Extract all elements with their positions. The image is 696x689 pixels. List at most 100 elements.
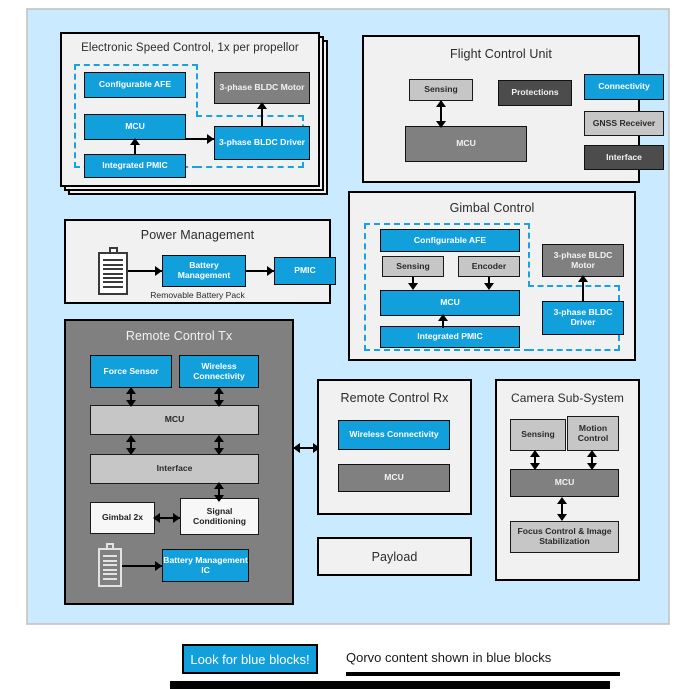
gimbal-qorvo-region-right-upper	[528, 223, 530, 287]
esc-block-configurable-afe[interactable]: Configurable AFE	[84, 72, 186, 98]
panel-remote-control-tx[interactable]: Remote Control Tx Force Sensor Wireless …	[64, 319, 294, 605]
gimbal-block-sensing[interactable]: Sensing	[382, 256, 444, 277]
power-arrow-battery-to-bms-shaft	[128, 270, 162, 272]
camera-title: Camera Sub-System	[510, 391, 625, 405]
remote-rx-block-wireless-connectivity[interactable]: Wireless Connectivity	[338, 420, 450, 450]
gimbal-arrow-sensing-to-mcu-shaft	[412, 277, 414, 285]
fcu-block-sensing[interactable]: Sensing	[409, 79, 473, 101]
remote-tx-arrow-mcu-interface-left-shaft	[130, 438, 132, 452]
gimbal-arrow-pmic-to-mcu-head	[438, 314, 448, 321]
panel-remote-control-rx[interactable]: Remote Control Rx Wireless Connectivity …	[317, 379, 472, 515]
panel-payload[interactable]: Payload	[317, 537, 472, 576]
esc-block-bldc-driver[interactable]: 3-phase BLDC Driver	[214, 126, 310, 160]
diagram-canvas: Electronic Speed Control, 1x per propell…	[27, 9, 669, 624]
gimbal-block-bldc-driver[interactable]: 3-phase BLDC Driver	[542, 301, 624, 335]
gimbal-block-configurable-afe[interactable]: Configurable AFE	[380, 229, 520, 252]
esc-arrow-pmic-to-mcu-head	[130, 138, 140, 145]
remote-tx-arrow-gimbal-signal-head-right	[173, 513, 180, 523]
camera-arrow-motion-mcu-head-up	[587, 450, 597, 457]
legend-underline	[346, 672, 620, 676]
power-arrow-bms-to-pmic-head	[267, 266, 274, 276]
remote-tx-block-mcu[interactable]: MCU	[90, 405, 259, 435]
remote-tx-arrow-mcu-interface-right-head-down	[214, 448, 224, 455]
gimbal-title: Gimbal Control	[449, 201, 535, 215]
fcu-arrow-sensing-mcu-head-down	[436, 121, 446, 128]
gimbal-block-encoder[interactable]: Encoder	[458, 256, 520, 277]
esc-arrow-driver-to-motor-shaft	[261, 106, 263, 126]
payload-title: Payload	[371, 550, 418, 564]
esc-arrow-mcu-to-driver-head	[207, 134, 214, 144]
camera-arrow-mcu-focus-head-up	[557, 497, 567, 504]
panel-electronic-speed-control[interactable]: Electronic Speed Control, 1x per propell…	[60, 32, 320, 187]
power-block-battery-management[interactable]: Battery Management	[162, 255, 246, 287]
tx-rx-link-head-left	[293, 443, 300, 453]
fcu-block-gnss-receiver[interactable]: GNSS Receiver	[584, 111, 664, 136]
remote-tx-arrow-wireless-mcu-shaft	[218, 390, 220, 404]
camera-arrow-mcu-focus-shaft	[561, 500, 563, 518]
gimbal-qorvo-region-main	[364, 223, 530, 351]
remote-tx-arrow-mcu-interface-left-head-up	[126, 435, 136, 442]
esc-qorvo-region-bottom	[196, 166, 304, 168]
remote-tx-block-interface[interactable]: Interface	[90, 454, 259, 484]
esc-block-integrated-pmic[interactable]: Integrated PMIC	[84, 154, 186, 178]
power-title: Power Management	[140, 228, 255, 242]
panel-flight-control-unit[interactable]: Flight Control Unit Sensing Protections …	[362, 35, 664, 183]
power-caption-removable-battery-pack: Removable Battery Pack	[150, 290, 245, 300]
legend-button-look-for-blue-blocks[interactable]: Look for blue blocks!	[182, 644, 318, 674]
gimbal-block-bldc-motor[interactable]: 3-phase BLDC Motor	[542, 244, 624, 277]
power-block-pmic[interactable]: PMIC	[274, 257, 336, 285]
tx-rx-link-shaft	[296, 447, 320, 449]
gimbal-arrow-driver-to-motor-head	[578, 275, 588, 282]
battery-icon-removable-pack	[98, 247, 128, 295]
remote-tx-arrow-interface-signal-head-down	[214, 495, 224, 502]
legend-button-label: Look for blue blocks!	[190, 651, 310, 667]
camera-block-focus-control[interactable]: Focus Control & Image Stabilization	[510, 521, 619, 553]
panel-camera-sub-system[interactable]: Camera Sub-System Sensing Motion Control…	[495, 379, 640, 581]
gimbal-qorvo-region-bottom	[528, 349, 620, 351]
remote-tx-title: Remote Control Tx	[125, 329, 233, 343]
remote-tx-arrow-interface-signal-shaft	[218, 485, 220, 499]
esc-arrow-driver-to-motor-head	[257, 102, 267, 109]
gimbal-arrow-encoder-to-mcu-head	[484, 283, 494, 290]
camera-block-sensing[interactable]: Sensing	[510, 419, 566, 451]
panel-power-management[interactable]: Power Management Battery Management PMIC…	[64, 219, 336, 304]
battery-icon-remote-tx	[98, 543, 122, 587]
remote-tx-arrow-gimbal-signal-head-left	[153, 513, 160, 523]
esc-block-mcu[interactable]: MCU	[84, 114, 186, 140]
remote-tx-arrow-force-mcu-shaft	[130, 390, 132, 404]
fcu-arrow-sensing-mcu-shaft	[440, 103, 442, 125]
remote-rx-title: Remote Control Rx	[340, 391, 449, 405]
panel-gimbal-control[interactable]: Gimbal Control Configurable AFE Sensing …	[348, 191, 636, 361]
remote-tx-block-battery-management-ic[interactable]: Battery Management IC	[162, 549, 249, 582]
bottom-bar	[170, 681, 610, 689]
gimbal-block-mcu[interactable]: MCU	[380, 290, 520, 316]
camera-arrow-motion-mcu-head-down	[587, 463, 597, 470]
legend-note: Qorvo content shown in blue blocks	[346, 650, 552, 665]
camera-block-mcu[interactable]: MCU	[510, 469, 619, 497]
remote-tx-block-wireless-connectivity[interactable]: Wireless Connectivity	[179, 355, 259, 388]
gimbal-arrow-encoder-to-mcu-shaft	[488, 277, 490, 285]
remote-tx-arrow-force-mcu-head-down	[126, 400, 136, 407]
gimbal-block-integrated-pmic[interactable]: Integrated PMIC	[380, 326, 520, 348]
camera-arrow-sensing-mcu-head-up	[530, 450, 540, 457]
remote-tx-block-gimbal-2x[interactable]: Gimbal 2x	[90, 502, 155, 534]
camera-block-motion-control[interactable]: Motion Control	[567, 416, 619, 451]
remote-tx-arrow-battery-bms-head	[155, 561, 162, 571]
remote-tx-arrow-mcu-interface-right-head-up	[214, 435, 224, 442]
camera-arrow-mcu-focus-head-down	[557, 514, 567, 521]
remote-tx-arrow-force-mcu-head-up	[126, 387, 136, 394]
fcu-block-mcu[interactable]: MCU	[405, 126, 527, 162]
remote-tx-arrow-wireless-mcu-head-up	[214, 387, 224, 394]
esc-arrow-mcu-to-driver-shaft	[186, 138, 214, 140]
camera-arrow-sensing-mcu-shaft	[534, 453, 536, 467]
remote-tx-arrow-mcu-interface-right-shaft	[218, 438, 220, 452]
fcu-block-interface[interactable]: Interface	[584, 145, 664, 170]
remote-tx-arrow-battery-bms-shaft	[122, 565, 162, 567]
remote-tx-block-force-sensor[interactable]: Force Sensor	[90, 355, 172, 388]
remote-rx-block-mcu[interactable]: MCU	[338, 464, 450, 492]
fcu-block-protections[interactable]: Protections	[498, 80, 572, 106]
fcu-block-connectivity[interactable]: Connectivity	[584, 74, 664, 100]
remote-tx-block-signal-conditioning[interactable]: Signal Conditioning	[180, 498, 259, 535]
esc-arrow-pmic-to-mcu-shaft	[134, 140, 136, 154]
esc-block-bldc-motor[interactable]: 3-phase BLDC Motor	[214, 72, 310, 104]
